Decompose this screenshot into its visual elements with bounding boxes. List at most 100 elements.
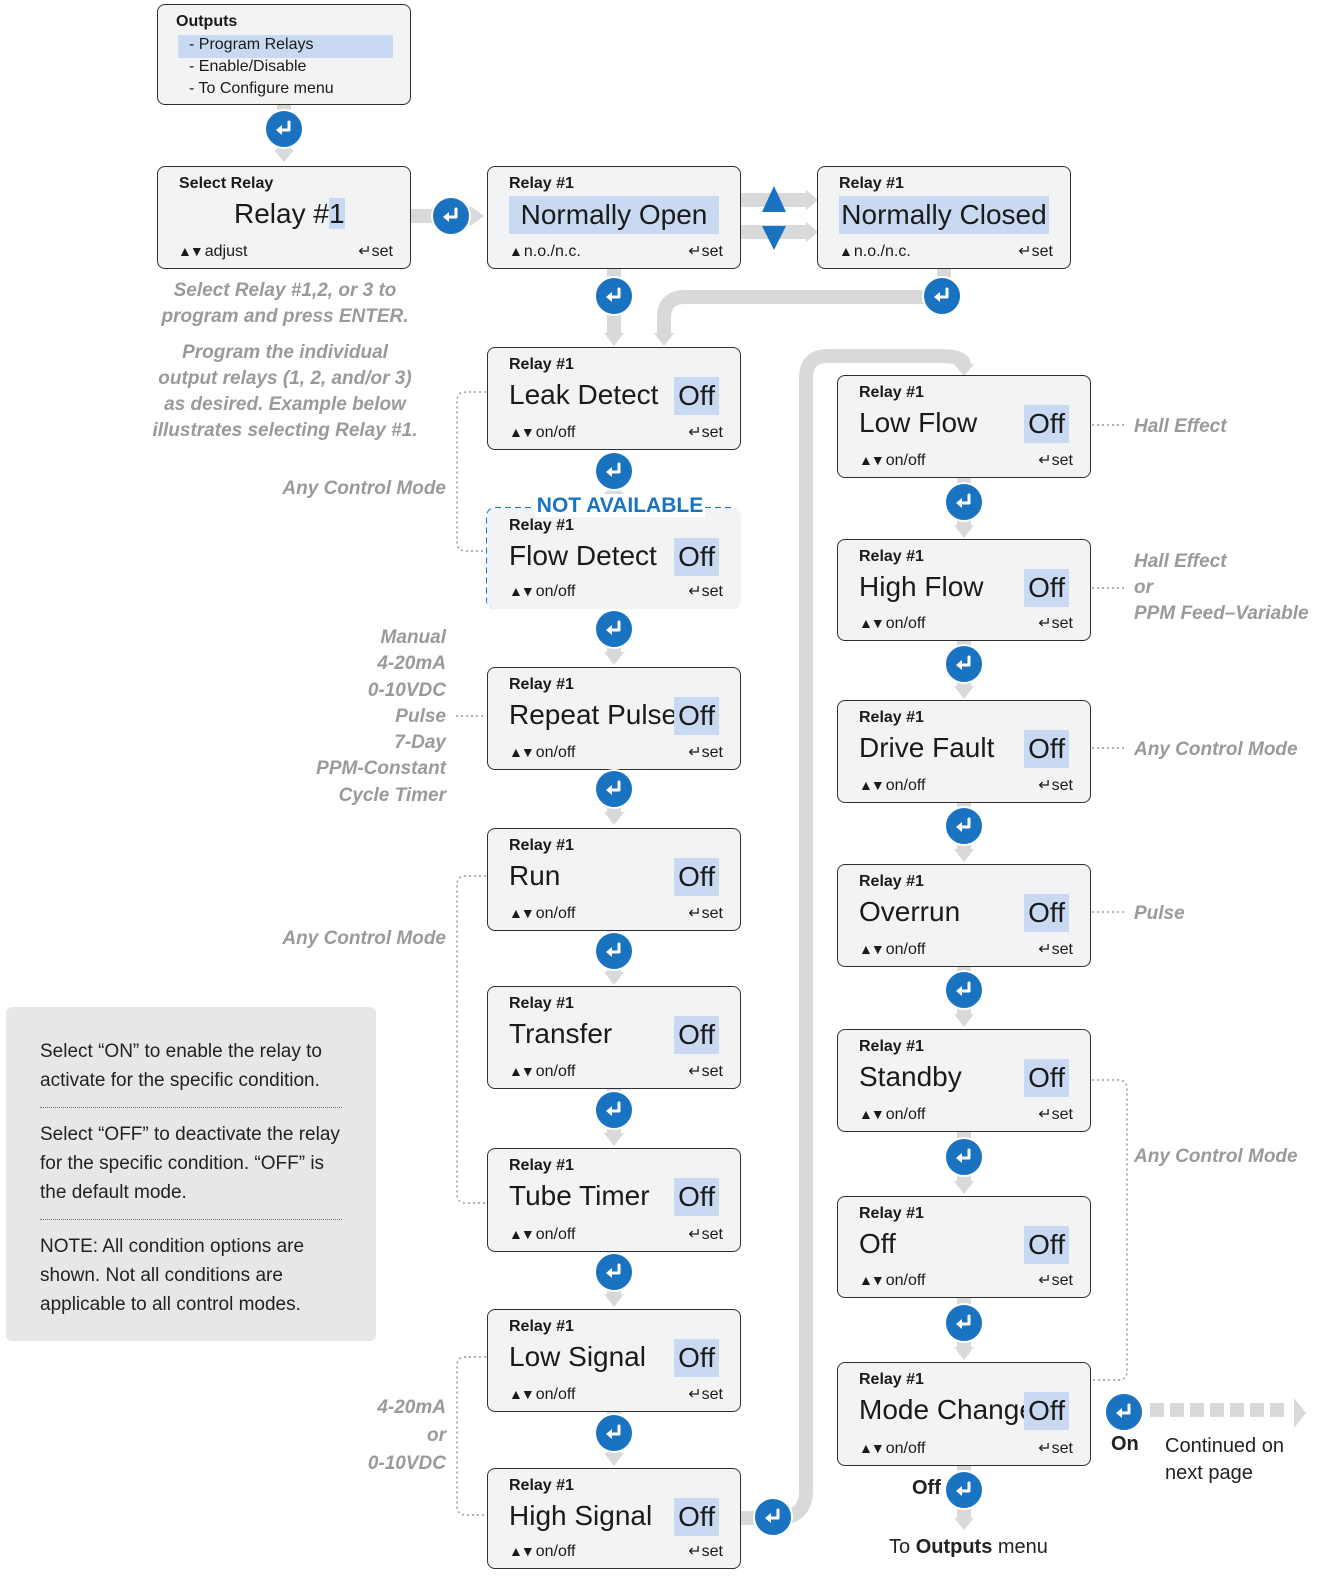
relay-title: Relay #1 [859,1371,924,1388]
no-nc-hint: ▲n.o./n.c. [839,243,911,261]
enter-icon [606,287,621,302]
select-relay-title: Select Relay [179,175,274,192]
note-caveat: NOTE: All condition options are shown. N… [40,1236,305,1315]
enter-button[interactable] [944,970,984,1010]
set-label: set [1051,452,1073,469]
not-available-text: NOT AVAILABLE [534,494,706,517]
instruction-line: output relays (1, 2, and/or 3) [158,368,412,389]
enter-button[interactable] [944,1470,984,1510]
enter-button[interactable] [594,609,634,649]
enter-button[interactable] [922,276,962,316]
on-label: On [1111,1433,1139,1455]
enter-button[interactable] [944,1137,984,1177]
to-prefix: To [889,1536,916,1558]
on-off-hint: ▲▼on/off [859,941,925,959]
up-down-arrows-icon: ▲▼ [859,615,885,631]
enter-button[interactable] [944,806,984,846]
condition-value[interactable]: Off [674,1339,719,1377]
enter-button[interactable] [594,1090,634,1130]
set-hint: ↵set [1018,241,1053,261]
condition-value[interactable]: Off [1024,1392,1069,1430]
continued-line: Continued on [1165,1435,1284,1457]
on-off-label: on/off [535,583,576,600]
enter-icon [606,1424,621,1439]
condition-value[interactable]: Off [1024,405,1069,443]
note-divider [40,1107,342,1108]
mode-label-hall-effect: Hall Effect [1134,416,1227,437]
enter-icon [276,120,291,135]
enter-button[interactable] [1104,1392,1144,1432]
enter-button[interactable] [944,482,984,522]
on-off-hint: ▲▼on/off [859,777,925,795]
enter-button[interactable] [753,1497,793,1537]
condition-value[interactable]: Off [1024,1226,1069,1264]
enter-button[interactable] [264,109,304,149]
enter-button[interactable] [431,196,471,236]
condition-value[interactable]: Off [674,538,719,576]
instruction-line: illustrates selecting Relay #1. [152,420,418,441]
set-hint: ↵set [688,742,723,762]
enter-button[interactable] [594,1252,634,1292]
triangle-up-icon: ▲ [839,243,853,259]
enter-key-icon: ↵ [1038,941,1052,958]
set-label: set [701,1386,723,1403]
up-down-arrows-icon: ▲▼ [509,583,535,599]
enter-button[interactable] [594,769,634,809]
set-hint: ↵set [1038,450,1073,470]
enter-key-icon: ↵ [688,1543,702,1560]
mode-label-line: or [1134,577,1153,598]
condition-value[interactable]: Off [1024,730,1069,768]
enter-key-icon: ↵ [1038,615,1052,632]
on-off-label: on/off [885,1272,926,1289]
enter-button[interactable] [944,1303,984,1343]
menu-item-configure[interactable]: - To Configure menu [189,80,334,97]
note-on: Select “ON” to enable the relay to activ… [40,1041,322,1091]
set-label: set [701,1226,723,1243]
menu-highlight [178,35,393,58]
set-hint: ↵set [688,1061,723,1081]
up-down-arrows-icon: ▲▼ [509,1543,535,1559]
mode-label-pulse: Pulse [1134,903,1185,924]
set-label: set [1051,777,1073,794]
outputs-menu-link[interactable]: Outputs [915,1536,993,1558]
enter-button[interactable] [594,1413,634,1453]
enter-icon [956,1481,971,1496]
mode-label-high-flow-group: Hall Effect or PPM Feed–Variable [1134,549,1309,627]
up-down-arrows-icon: ▲▼ [859,452,885,468]
outputs-menu-title: Outputs [176,13,238,30]
condition-value[interactable]: Off [1024,569,1069,607]
up-down-arrows-icon: ▲▼ [859,777,885,793]
menu-item-enable-disable[interactable]: - Enable/Disable [189,58,307,75]
mode-label-line: Hall Effect [1134,551,1227,572]
condition-value[interactable]: Off [674,377,719,415]
set-hint: ↵set [688,581,723,601]
enter-button[interactable] [594,931,634,971]
set-label: set [1051,1440,1073,1457]
condition-value[interactable]: Off [674,1178,719,1216]
on-off-hint: ▲▼on/off [509,1226,575,1244]
set-hint: ↵set [688,422,723,442]
relay-title: Relay #1 [859,1038,924,1055]
condition-value[interactable]: Off [674,1016,719,1054]
mode-label-any-control: Any Control Mode [1134,739,1298,760]
enter-button[interactable] [594,276,634,316]
no-nc-label: n.o./n.c. [853,243,911,260]
on-off-label: on/off [535,1063,576,1080]
condition-value[interactable]: Off [1024,894,1069,932]
enter-button[interactable] [944,644,984,684]
menu-item-program-relays[interactable]: - Program Relays [189,36,314,53]
on-off-label: on/off [885,1106,926,1123]
condition-value[interactable]: Off [1024,1059,1069,1097]
condition-value[interactable]: Off [674,858,719,896]
enter-button[interactable] [594,451,634,491]
condition-value[interactable]: Off [674,697,719,735]
condition-value[interactable]: Off [674,1498,719,1536]
condition-label: Drive Fault [859,732,995,763]
no-nc-label: n.o./n.c. [523,243,581,260]
enter-icon [956,817,971,832]
select-relay-set-hint: ↵set [358,241,393,261]
relay-title: Relay #1 [509,175,574,192]
up-down-arrows-icon: ▲▼ [859,1272,885,1288]
